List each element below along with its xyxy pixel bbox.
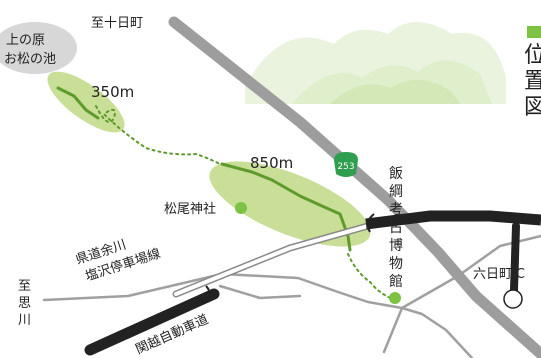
svg-text:博: 博 <box>389 237 403 254</box>
bus-stop-label: 県道余川 塩沢停車場線 <box>74 237 163 285</box>
svg-text:図: 図 <box>524 95 541 120</box>
direction-tokamachi-label: 至十日町 <box>91 16 143 31</box>
walking-path <box>95 105 391 299</box>
pond-label-line1: 上の原 <box>6 33 45 48</box>
pond-bubble <box>0 22 77 74</box>
svg-text:飯: 飯 <box>389 165 403 182</box>
trail-850-label: 850m <box>250 154 293 172</box>
expressway-road <box>84 288 220 356</box>
museum-label: 飯 綱 考 古 博 物 館 <box>389 165 403 290</box>
title-accent-bar <box>527 26 541 38</box>
svg-text:253: 253 <box>337 162 354 172</box>
map-title: 位 置 図 <box>524 43 541 120</box>
svg-text:館: 館 <box>389 273 403 290</box>
svg-text:思: 思 <box>18 296 31 311</box>
background-hills <box>245 22 506 104</box>
museum-marker <box>389 292 401 304</box>
svg-text:位: 位 <box>524 43 541 68</box>
trail-350-label: 350m <box>91 83 134 101</box>
route-253-road <box>168 16 541 358</box>
svg-text:綱: 綱 <box>389 184 403 200</box>
trail-area-350 <box>47 71 125 133</box>
svg-text:考: 考 <box>389 202 403 218</box>
ic-marker <box>503 289 523 309</box>
direction-omoikawa-label: 至 思 川 <box>18 279 31 328</box>
svg-text:川: 川 <box>18 313 31 328</box>
expressway-label: 関越自動車道 <box>134 312 211 357</box>
shrine-marker <box>235 202 247 214</box>
svg-text:置: 置 <box>524 69 541 94</box>
pond-label-line2: お松の池 <box>4 52 56 67</box>
expressway-road-east <box>365 210 541 230</box>
ic-label: 六日町IC <box>473 267 525 282</box>
local-roads <box>42 234 541 358</box>
svg-text:古: 古 <box>389 220 403 236</box>
trail-area-850 <box>209 161 371 247</box>
svg-text:至: 至 <box>18 279 31 294</box>
route-253-shield: 253 <box>334 152 358 177</box>
shrine-label: 松尾神社 <box>164 201 216 217</box>
ic-ramp <box>510 222 520 294</box>
svg-text:物: 物 <box>389 256 403 272</box>
